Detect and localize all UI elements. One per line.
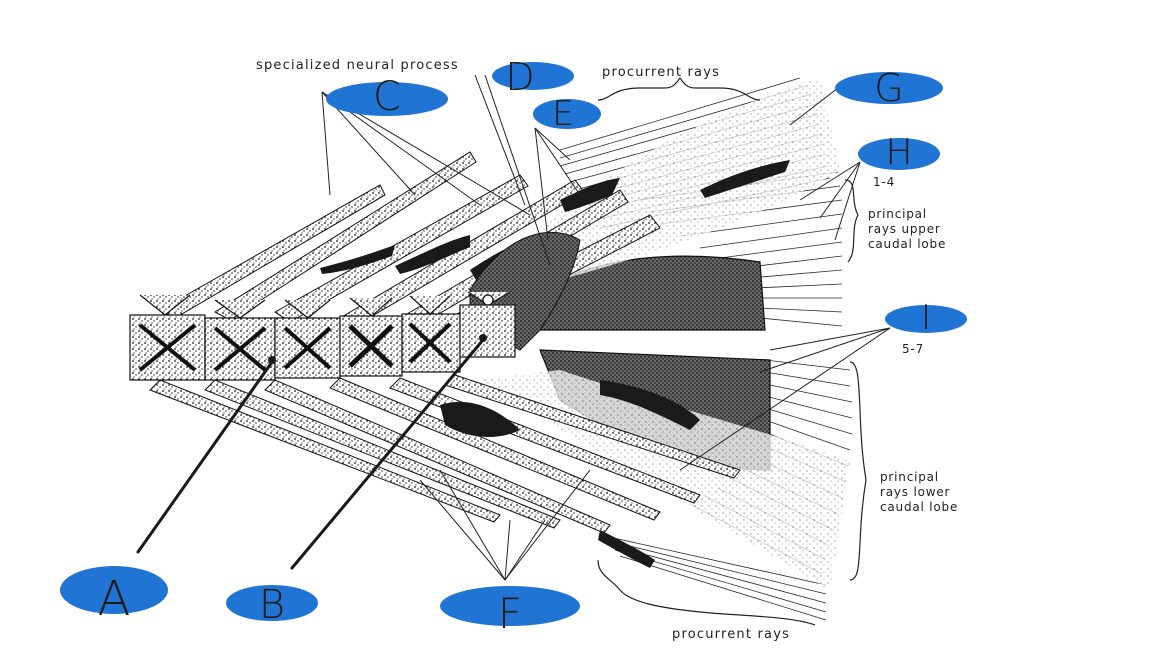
label-procurrent-rays-bottom: procurrent rays [672, 627, 791, 642]
pointer-line-b [290, 338, 485, 570]
marker-e-letter: E [552, 94, 574, 134]
marker-g-blob [835, 72, 943, 104]
vertebra [459, 291, 516, 358]
marker-b-letter: B [258, 582, 286, 628]
label-upper-lobe: principal rays upper caudal lobe [868, 207, 946, 252]
marker-d-letter: D [505, 55, 535, 99]
upper-lobe-line-3: caudal lobe [868, 237, 947, 251]
marker-f-blob [440, 586, 580, 626]
vertebra [401, 295, 461, 373]
label-range-lower: 5-7 [902, 342, 924, 356]
vertebra [274, 299, 341, 379]
marker-e-blob [533, 99, 601, 129]
marker-f-letter: F [497, 589, 523, 638]
upper-lobe-line-1: principal [868, 207, 927, 221]
marker-i-letter: I [920, 298, 932, 338]
label-lower-lobe: principal rays lower caudal lobe [880, 470, 958, 515]
marker-c-letter: C [373, 74, 401, 120]
lower-lobe-line-3: caudal lobe [880, 500, 959, 514]
lower-lobe-line-1: principal [880, 470, 939, 484]
marker-i-blob [885, 305, 967, 333]
marker-a-letter: A [97, 571, 131, 627]
lower-lobe-line-2: rays lower [880, 485, 951, 499]
brace-upper-lobe [844, 179, 859, 263]
annotation-braces [597, 77, 867, 626]
marker-a-blob [60, 566, 168, 614]
pointer-dot-a [268, 356, 276, 364]
vertebra [339, 297, 403, 377]
marker-g-letter: G [874, 66, 904, 110]
pointer-line-a [136, 360, 274, 554]
vertebra [129, 294, 206, 381]
brace-procurrent-top [597, 77, 761, 101]
brace-procurrent-bottom [597, 559, 816, 626]
label-specialized-neural-process: specialized neural process [256, 58, 459, 73]
label-procurrent-rays-top: procurrent rays [602, 65, 721, 80]
vertebra [204, 299, 276, 381]
hemal-spine-shadows [440, 380, 700, 568]
label-range-upper: 1-4 [873, 175, 895, 189]
marker-h-blob [858, 138, 940, 170]
marker-b-blob [226, 585, 318, 621]
brace-lower-lobe [849, 361, 867, 581]
pointer-dot-b [479, 334, 487, 342]
upper-fin-shading [500, 78, 840, 280]
vertebral-column [129, 291, 516, 381]
upper-lobe-line-2: rays upper [868, 222, 941, 236]
marker-c-blob [326, 82, 448, 116]
marker-h-letter: H [885, 132, 913, 173]
marker-d-blob [492, 62, 574, 90]
